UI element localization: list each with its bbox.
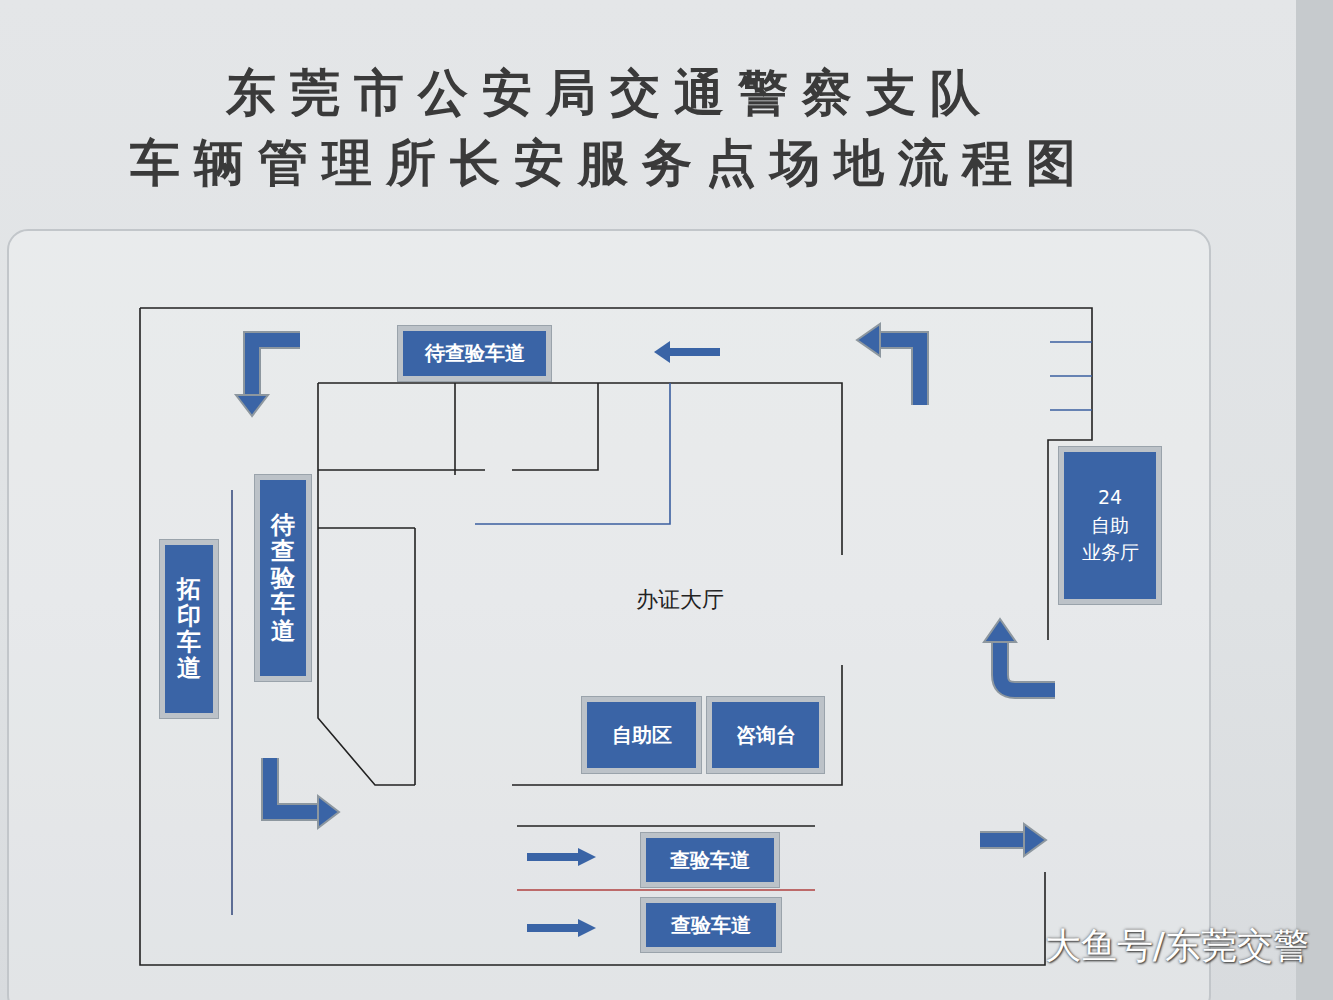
flow-arrows — [252, 340, 1055, 928]
area-box: 待查验车道 — [255, 475, 311, 681]
frame-edge — [1296, 0, 1333, 1000]
area-box: 查验车道 — [641, 898, 781, 952]
hall-region: 办证大厅自助区 咨询台 — [318, 383, 842, 785]
diagram-title: 东莞市公安局交通警察支队 车辆管理所长安服务点场地流程图 — [60, 58, 1160, 198]
area-label: 24 自助 业务厅 — [1080, 484, 1140, 567]
area-label: 查验车道 — [671, 912, 751, 939]
area-box: 查验车道 — [641, 833, 779, 887]
arrow-heads — [236, 324, 1046, 937]
area-label: 自助区 — [612, 722, 672, 749]
area-label: 待查验车道 — [425, 340, 525, 367]
area-box: 24 自助 业务厅 — [1059, 447, 1161, 604]
area-label: 咨询台 — [736, 722, 796, 749]
colored-lines — [232, 342, 1092, 915]
area-label: 办证大厅 — [636, 585, 724, 615]
area-box: 自助区 — [582, 697, 701, 773]
area-label: 待查验车道 — [271, 512, 295, 644]
area-box: 拓印车道 — [160, 540, 218, 718]
area-box: 咨询台 — [707, 697, 824, 773]
area-box: 待查验车道 — [398, 326, 551, 381]
walls — [140, 308, 1092, 965]
area-label: 拓印车道 — [177, 576, 201, 682]
board-panel — [8, 230, 1210, 1000]
watermark: 大鱼号/东莞交警 — [1045, 922, 1309, 971]
area-label: 查验车道 — [670, 847, 750, 874]
